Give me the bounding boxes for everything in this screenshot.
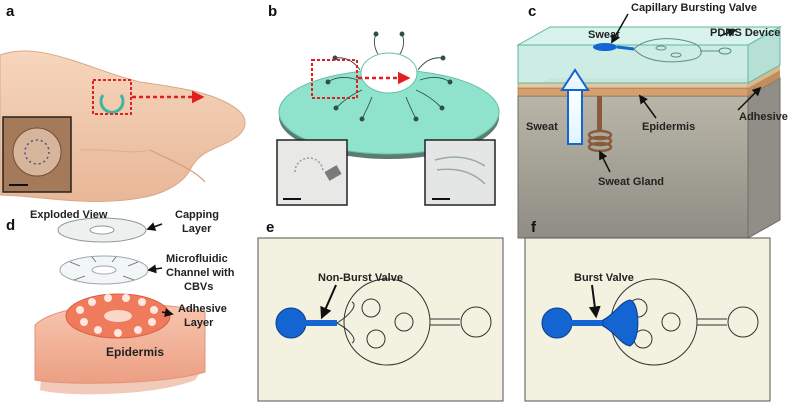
device-center-hole <box>360 52 418 94</box>
panel-label-b: b <box>268 3 277 20</box>
label-exploded-view: Exploded View <box>30 209 108 221</box>
label-non-burst-valve: Non-Burst Valve <box>318 272 403 284</box>
inlet-reservoir-e <box>275 307 307 339</box>
label-capping-1: Capping <box>175 209 219 221</box>
label-adhesive: Adhesive <box>739 111 788 123</box>
panel-label-f: f <box>531 219 537 236</box>
label-micro-2: Channel with <box>166 267 235 279</box>
panel-d: Exploded View Capping Layer Microfluidic… <box>6 209 235 395</box>
label-micro-1: Microfluidic <box>166 253 228 265</box>
inlet-reservoir <box>593 43 617 51</box>
panel-label-a: a <box>6 3 15 20</box>
label-adhesive-1: Adhesive <box>178 303 227 315</box>
tissue-block <box>517 95 749 239</box>
sweat-flow-arrow <box>567 87 583 145</box>
filled-channel-f <box>570 320 603 326</box>
panel-f: Burst Valve f <box>524 219 771 402</box>
device-highlight-box <box>311 59 358 99</box>
label-capping-2: Layer <box>182 223 212 235</box>
panel-b: b <box>268 3 500 206</box>
label-burst-valve: Burst Valve <box>574 272 634 284</box>
wrist-device-patch <box>99 94 125 114</box>
label-capillary-bursting-valve: Capillary Bursting Valve <box>631 2 757 14</box>
epidermis-layer <box>517 87 749 97</box>
panel-label-e: e <box>266 219 274 236</box>
label-sweat-arrow: Sweat <box>526 121 558 133</box>
label-sweat-top: Sweat <box>588 29 620 41</box>
device-photo-right <box>424 139 496 206</box>
inlet-reservoir-f <box>541 307 573 339</box>
burst-fluid-front <box>602 299 639 347</box>
panel-label-d: d <box>6 217 15 234</box>
label-micro-3: CBVs <box>184 281 213 293</box>
label-pdms-device: PDMS Device <box>710 27 780 39</box>
label-adhesive-2: Layer <box>184 317 214 329</box>
microchannel-outline <box>633 38 720 63</box>
channel-pattern <box>325 31 453 122</box>
label-epidermis-c: Epidermis <box>642 121 695 133</box>
adhesive-layer <box>517 82 749 89</box>
panel-label-c: c <box>528 3 536 20</box>
wrist-highlight-box <box>92 79 132 115</box>
channel-network-e <box>336 278 492 366</box>
panel-c: Capillary Bursting Valve PDMS Device Swe… <box>516 2 788 239</box>
label-sweat-gland: Sweat Gland <box>598 176 664 188</box>
panel-e: Non-Burst Valve e <box>257 219 504 402</box>
filled-channel-e <box>304 320 337 326</box>
label-epidermis-d: Epidermis <box>106 345 164 359</box>
panel-a: a <box>0 3 246 202</box>
